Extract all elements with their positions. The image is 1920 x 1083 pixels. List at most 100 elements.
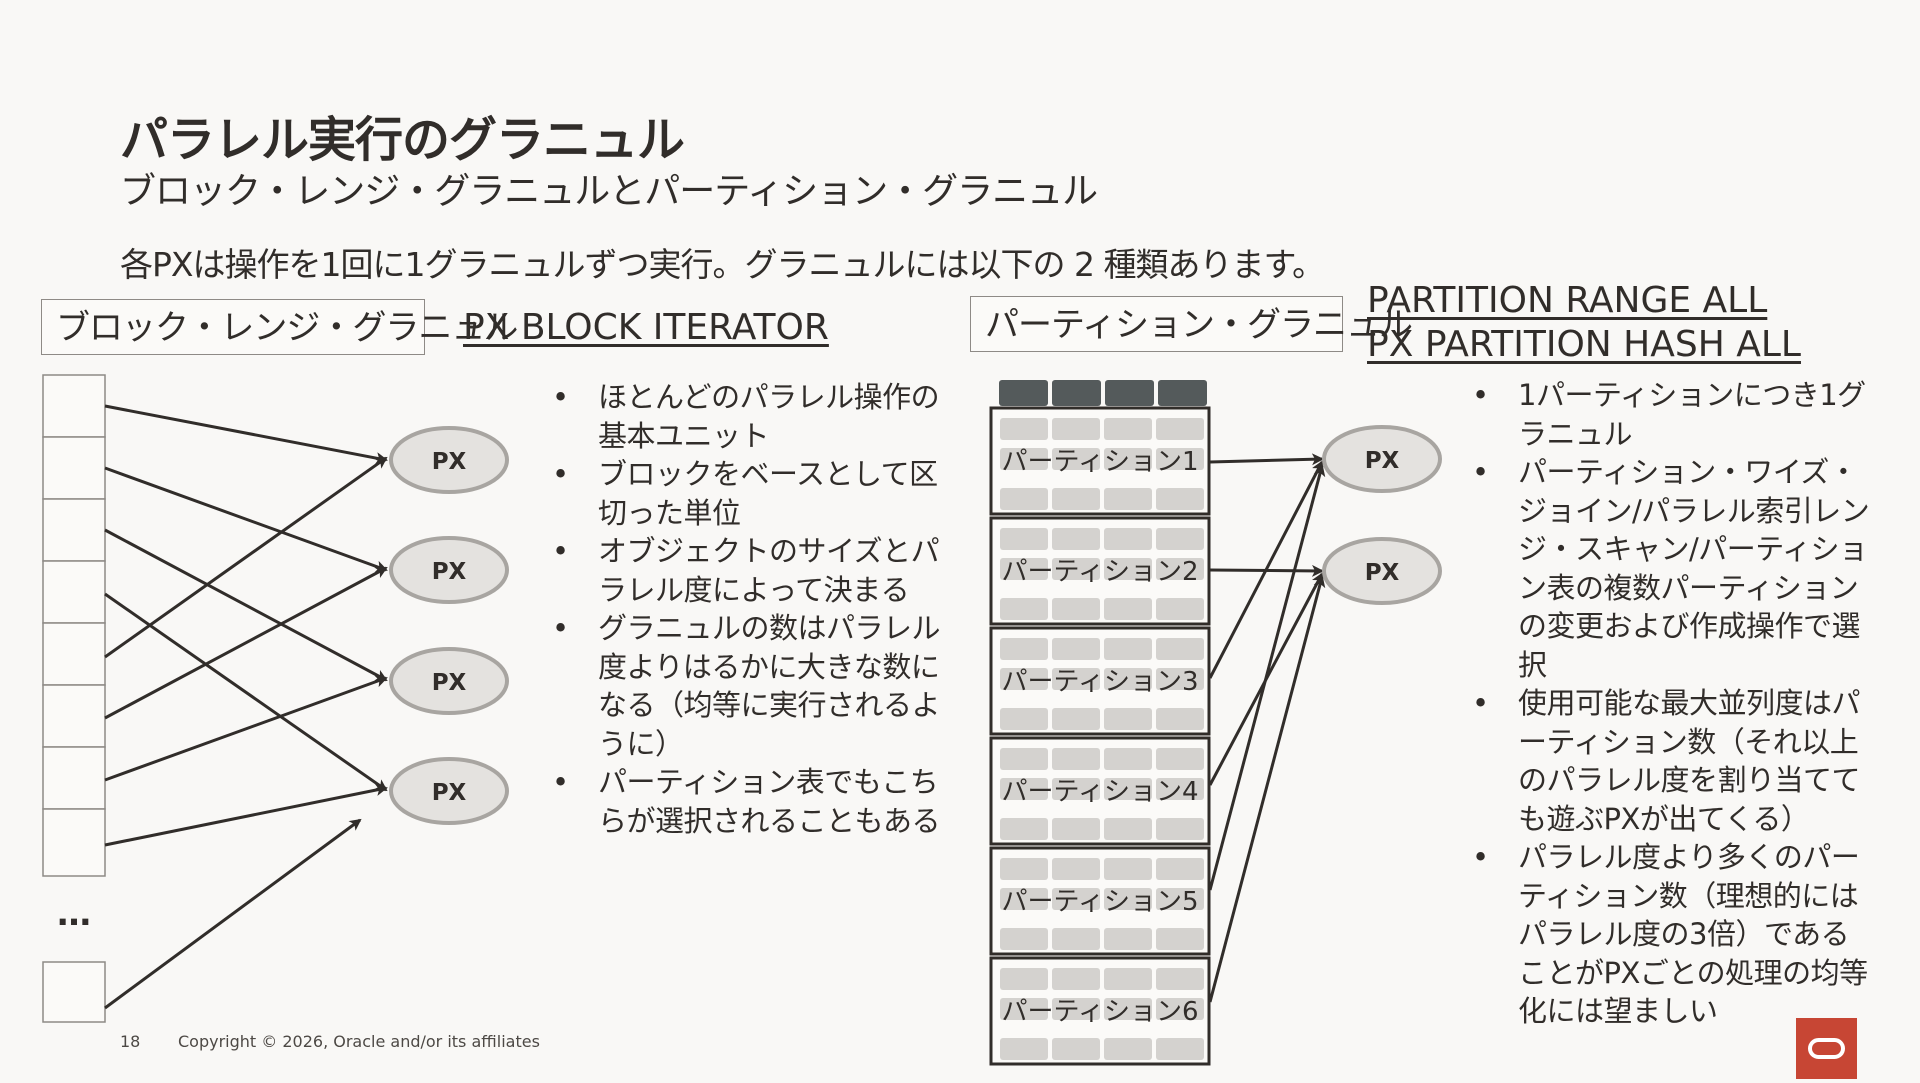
partition-block (1156, 448, 1204, 470)
block-cell (42, 961, 106, 1023)
arrow (104, 592, 388, 792)
px-label: PX (432, 780, 467, 806)
partition-block (1052, 968, 1100, 990)
partition-block (1000, 888, 1048, 910)
bullet-item: パーティション・ワイズ・ジョイン/パラレル索引レンジ・スキャン/パーティション表… (1472, 453, 1872, 684)
px-node (1322, 537, 1442, 605)
partition-block (1052, 778, 1100, 800)
partition-block (1156, 968, 1204, 990)
partition-block (1156, 528, 1204, 550)
page-subtitle: ブロック・レンジ・グラニュルとパーティション・グラニュル (120, 171, 1098, 212)
partition-block (1156, 928, 1204, 950)
partition-block (1052, 888, 1100, 910)
partition-block (1104, 708, 1152, 730)
partition-block (1052, 638, 1100, 660)
block-cell (42, 808, 106, 877)
partition-block (1052, 488, 1100, 510)
partition-block (1052, 858, 1100, 880)
left-bullet-list: ほとんどのパラレル操作の基本ユニット ブロックをベースとして区切った単位 オブジ… (552, 378, 952, 840)
block-cell (42, 436, 106, 500)
right-arrows (1208, 453, 1326, 1003)
partition-block (1052, 818, 1100, 840)
partition-block (1156, 668, 1204, 690)
page-number: 18 (120, 1032, 141, 1051)
px-node (389, 426, 509, 494)
arrow (1208, 575, 1326, 1003)
partition-block (1156, 778, 1204, 800)
px-node (389, 757, 509, 825)
partition-block (1000, 558, 1048, 580)
partition-block (1000, 418, 1048, 440)
partition-block (1104, 638, 1152, 660)
bullet-item: ブロックをベースとして区切った単位 (552, 455, 952, 532)
arrow (104, 404, 388, 465)
partition-block (1000, 968, 1048, 990)
partition-block (1156, 638, 1204, 660)
right-bullet-list: 1パーティションにつき1グラニュル パーティション・ワイズ・ジョイン/パラレル索… (1472, 376, 1872, 1031)
partition-2: パーティション2 (989, 516, 1211, 626)
page-title: パラレル実行のグラニュル (120, 112, 685, 168)
partition-3: パーティション3 (989, 626, 1211, 736)
arrow (104, 566, 388, 720)
partition-block (1000, 598, 1048, 620)
px-label: PX (1365, 560, 1400, 586)
right-px-group: PX PX (1322, 425, 1442, 605)
partition-label: パーティション3 (1002, 667, 1199, 697)
arrow (104, 466, 388, 573)
header-block (999, 380, 1048, 406)
partition-block (1052, 748, 1100, 770)
partition-4: パーティション4 (989, 736, 1211, 846)
partition-block (1156, 888, 1204, 910)
arrow (104, 528, 388, 682)
bullet-item: パラレル度より多くのパーティション数（理想的にはパラレル度の3倍）であることがP… (1472, 838, 1872, 1031)
header-block (1052, 380, 1101, 406)
oracle-logo (1796, 1018, 1857, 1079)
partition-block (1000, 708, 1048, 730)
block-cell (42, 560, 106, 624)
partition-1: パーティション1 (989, 406, 1211, 516)
partition-range-all-label: PARTITION RANGE ALL (1367, 280, 1768, 321)
partition-block (1156, 418, 1204, 440)
partition-block (1104, 968, 1152, 990)
partition-block (1104, 598, 1152, 620)
arrow (1208, 460, 1324, 679)
px-node (1322, 425, 1442, 493)
bullet-item: オブジェクトのサイズとパラレル度によって決まる (552, 532, 952, 609)
partition-block (1104, 928, 1152, 950)
partition-block (1052, 598, 1100, 620)
partition-block (1104, 528, 1152, 550)
arrow (1208, 464, 1326, 891)
arrow (104, 784, 388, 847)
partition-block (1052, 668, 1100, 690)
partition-block (1000, 528, 1048, 550)
partition-block (1052, 1038, 1100, 1060)
partition-block (1052, 708, 1100, 730)
partition-label: パーティション4 (1002, 777, 1199, 807)
partition-label: パーティション5 (1002, 887, 1199, 917)
partition-block (1156, 858, 1204, 880)
partition-granule-label: パーティション・グラニュル (970, 296, 1413, 352)
partition-block (1156, 488, 1204, 510)
oracle-logo-icon (1808, 1038, 1845, 1059)
partition-block (1104, 888, 1152, 910)
px-node (389, 536, 509, 604)
partition-block (1156, 708, 1204, 730)
partition-block (1104, 998, 1152, 1020)
partition-block (1104, 858, 1152, 880)
partition-label: パーティション2 (1002, 557, 1199, 587)
bullet-item: ほとんどのパラレル操作の基本ユニット (552, 378, 952, 455)
px-partition-hash-all-label: PX PARTITION HASH ALL (1367, 324, 1801, 365)
arrow (1209, 453, 1324, 466)
px-block-iterator-label: PX BLOCK ITERATOR (463, 307, 829, 348)
partition-block (1156, 598, 1204, 620)
partition-block (1052, 998, 1100, 1020)
partition-block (1104, 668, 1152, 690)
partition-block (1052, 418, 1100, 440)
partition-header (999, 380, 1207, 406)
partition-block (1104, 418, 1152, 440)
header-block (1158, 380, 1207, 406)
partition-block (1000, 748, 1048, 770)
partition-block (1104, 818, 1152, 840)
bullet-item: パーティション表でもこちらが選択されることもある (552, 763, 952, 840)
left-arrows (104, 404, 388, 1010)
